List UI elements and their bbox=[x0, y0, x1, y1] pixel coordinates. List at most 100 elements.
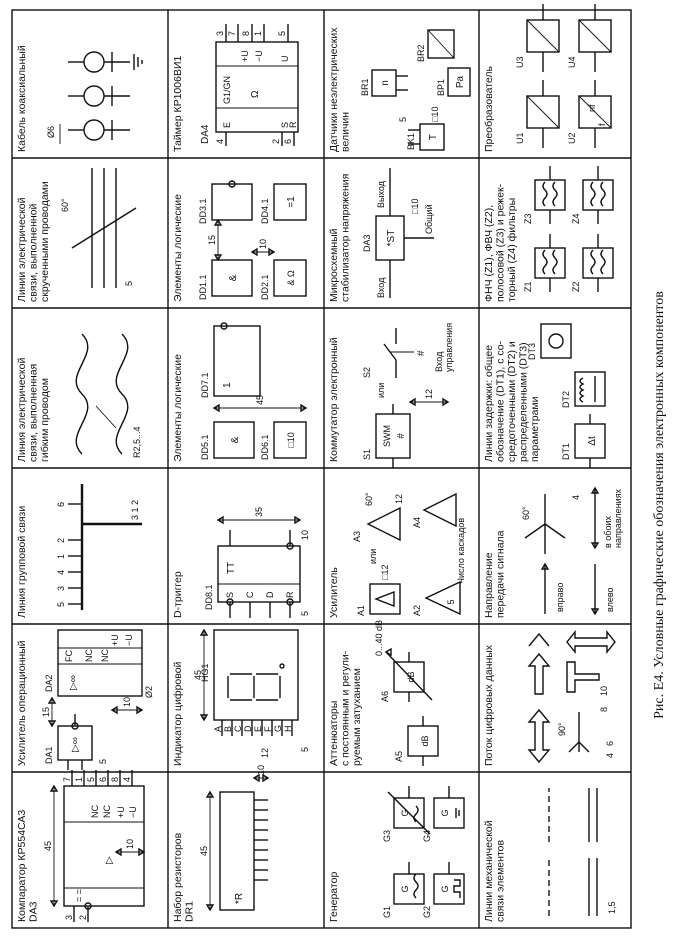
filter-box bbox=[534, 179, 566, 211]
filter-wave bbox=[552, 181, 558, 207]
direction-both-line2: направлениях bbox=[613, 488, 623, 548]
converter-f: f bbox=[597, 123, 607, 126]
comparator-pin: 7 bbox=[62, 777, 72, 782]
indicator-pin: B bbox=[223, 726, 233, 732]
cell-title-line: Датчики неэлектрических bbox=[328, 27, 340, 152]
sensor-bp1: BP1 bbox=[436, 79, 446, 96]
generator-ref: G1 bbox=[382, 906, 392, 918]
dimension-arrow bbox=[300, 403, 308, 413]
delay-box bbox=[574, 371, 606, 407]
cell-title-line: связи, выполненной bbox=[28, 203, 40, 302]
angle-label: 60° bbox=[60, 198, 70, 212]
switch-hash: # bbox=[416, 350, 427, 356]
dimension-label: □10 bbox=[410, 199, 420, 214]
cell-title-line: Элементы логические bbox=[172, 194, 184, 302]
dimension-label: 4 bbox=[605, 753, 615, 758]
filter-wave bbox=[590, 181, 596, 207]
filter-wave bbox=[542, 249, 548, 275]
control-input-line2: управления bbox=[444, 323, 454, 372]
cell-title-line: Усилитель операционный bbox=[16, 640, 28, 766]
generator-g: G bbox=[440, 809, 450, 816]
filter-ref: Z1 bbox=[523, 281, 533, 292]
diameter-label: Ø6 bbox=[46, 126, 56, 138]
attenuator-db: dB bbox=[406, 671, 416, 682]
cell-title-line: с постоянным и регули- bbox=[340, 650, 352, 766]
dimension-label: 5 bbox=[300, 611, 310, 616]
dt2-ref: DT2 bbox=[561, 391, 571, 408]
data-flow-arrow-double bbox=[527, 708, 551, 764]
dimension-arrow bbox=[138, 847, 146, 857]
dimension-label: 45 bbox=[43, 841, 53, 851]
amp-a2: A2 bbox=[412, 605, 422, 616]
comparator-pin: 3 bbox=[64, 915, 74, 920]
dimension-arrow bbox=[205, 904, 215, 912]
generator-ref: G2 bbox=[422, 906, 432, 918]
dtrigger-ref: DD8.1 bbox=[204, 584, 214, 610]
logic-xor: =1 bbox=[286, 196, 297, 208]
dd31-ref: DD3.1 bbox=[198, 198, 208, 224]
direction-left: влево bbox=[605, 587, 615, 612]
logic-box bbox=[211, 183, 253, 221]
direction-both-line1: в обоих bbox=[603, 516, 613, 548]
dimension-arrow bbox=[199, 714, 209, 722]
amp-triangle-large bbox=[366, 506, 401, 542]
filter-ref: Z3 bbox=[523, 213, 533, 224]
amp-box bbox=[369, 583, 401, 615]
dimension-arrow bbox=[136, 705, 144, 715]
indicator-ref: HG1 bbox=[200, 663, 210, 682]
diagonal bbox=[427, 29, 455, 59]
dtrigger-tt: TT bbox=[226, 562, 237, 574]
dimension-arrow bbox=[250, 247, 258, 257]
logic-and: & bbox=[230, 436, 241, 443]
comparator-eq: = = bbox=[74, 889, 84, 902]
indicator-pin: F bbox=[263, 726, 273, 732]
comparator-pin: 1 bbox=[74, 777, 84, 782]
flexible-wire bbox=[115, 333, 129, 455]
cell-title-line: Набор резисторов bbox=[172, 832, 184, 922]
switch-s1: S1 bbox=[362, 449, 372, 460]
pin-minus-u: −U bbox=[254, 50, 264, 62]
generator-g: G bbox=[400, 809, 410, 816]
comparator-symbol: ▷ bbox=[104, 856, 115, 864]
dimension-label: 45 bbox=[193, 670, 203, 680]
cell-title-line: величин bbox=[340, 112, 352, 152]
variable-arrow bbox=[387, 791, 431, 835]
cell-title-line: параметрами bbox=[529, 396, 541, 462]
dimension-arrow bbox=[213, 254, 223, 262]
dimension-label: 10 bbox=[125, 839, 135, 849]
pin-r: R bbox=[288, 121, 298, 128]
stabilizer-ref: DA3 bbox=[362, 234, 372, 252]
data-flow-arrow-tip bbox=[528, 632, 550, 647]
dt1-ref: DT1 bbox=[561, 443, 571, 460]
cell-1-3: ФНЧ (Z1), ФВЧ (Z2),полосовой (Z3) и реже… bbox=[483, 166, 614, 302]
group-wire-number: 1 bbox=[56, 554, 66, 559]
sensor-pa-box bbox=[447, 67, 471, 97]
cell-title-line: связи элементов bbox=[495, 840, 507, 922]
comparator-pin: 5 bbox=[86, 777, 96, 782]
cell-title-line: ФНЧ (Z1), ФВЧ (Z2), bbox=[483, 205, 495, 302]
logic-and-open: & Ω bbox=[286, 270, 296, 286]
attenuator-range: 0...40 dB bbox=[374, 620, 384, 656]
sensor-t-box bbox=[419, 123, 445, 151]
amp-triangle bbox=[374, 590, 395, 608]
dt3-ref: DT3 bbox=[527, 343, 537, 360]
indicator-pin: D bbox=[243, 725, 253, 732]
dimension-label: 15 bbox=[207, 235, 217, 245]
switch-hash: # bbox=[396, 433, 407, 439]
cell-title-line: Линии электрической bbox=[16, 197, 28, 302]
filter-wave bbox=[590, 249, 596, 275]
